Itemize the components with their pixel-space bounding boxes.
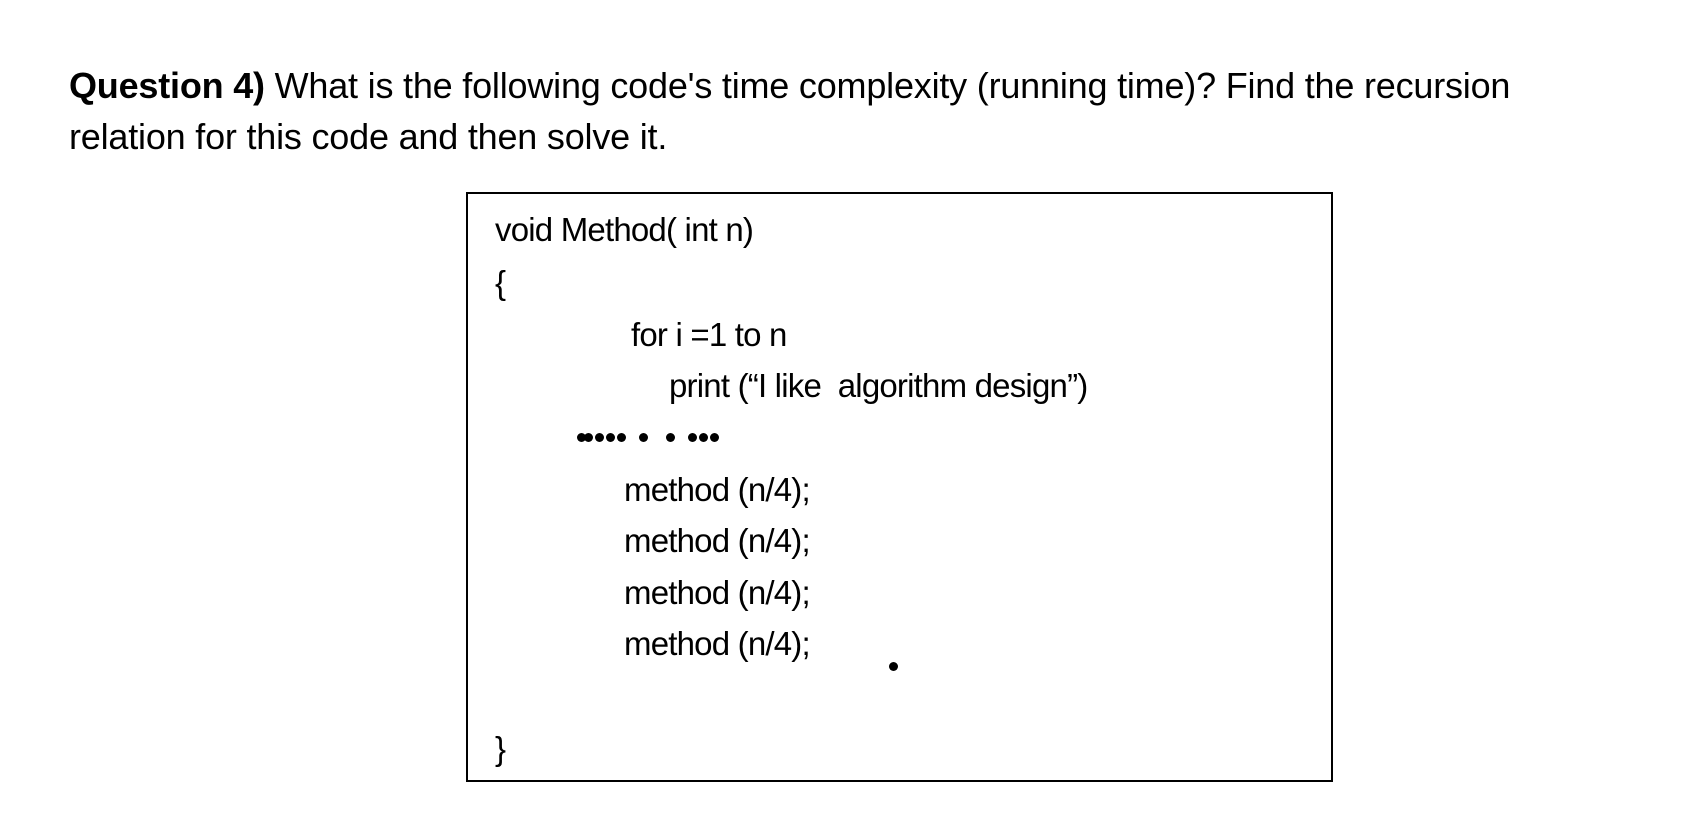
stray-dot: [889, 662, 898, 671]
code-line-print: print (“I like algorithm design”): [669, 367, 1088, 404]
question-text: What is the following code's time comple…: [264, 65, 1511, 106]
code-line-recursive-call-1: method (n/4);: [624, 471, 811, 508]
code-line-recursive-call-4: method (n/4);: [624, 625, 811, 662]
question-line-1: Question 4) What is the following code's…: [69, 66, 1510, 106]
question-label: Question 4): [69, 65, 265, 106]
code-line-recursive-call-2: method (n/4);: [624, 522, 811, 559]
code-line-recursive-call-3: method (n/4);: [624, 574, 811, 611]
code-line-open-brace: {: [495, 264, 506, 301]
code-line-close-brace: }: [495, 730, 506, 767]
question-line-2: relation for this code and then solve it…: [69, 116, 668, 157]
code-line-signature: void Method( int n): [495, 211, 754, 248]
code-box: [466, 192, 1333, 782]
code-line-for-loop: for i =1 to n: [631, 316, 787, 353]
